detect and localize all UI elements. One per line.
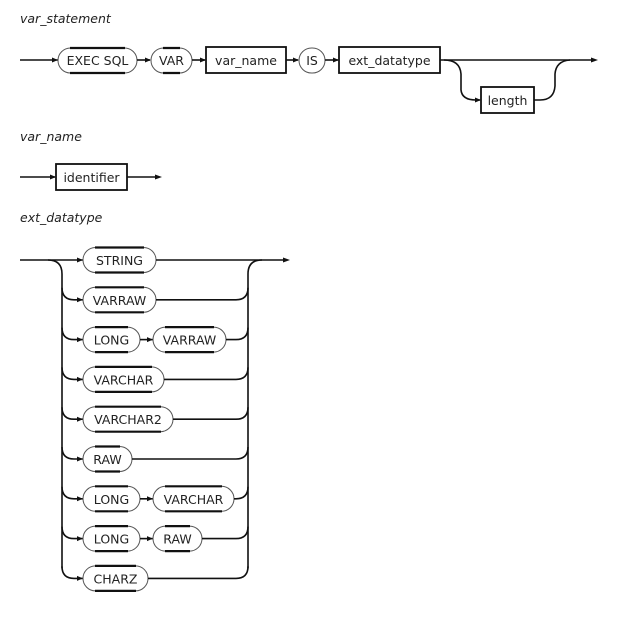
- arrow-icon: [283, 257, 290, 263]
- branch-out-line: [173, 407, 249, 420]
- branch-out-line: [226, 327, 249, 341]
- arrow-icon: [147, 337, 153, 343]
- rule-title-var-statement: var_statement: [20, 11, 112, 26]
- arrow-icon: [145, 57, 151, 63]
- terminal-label: LONG: [94, 333, 129, 348]
- nonterminal-var-name: var_name: [205, 46, 287, 74]
- rule-title-var-name: var_name: [20, 129, 82, 144]
- rule-title-ext-datatype: ext_datatype: [20, 210, 103, 225]
- arrow-icon: [52, 57, 58, 63]
- arrow-icon: [77, 575, 83, 581]
- optional-branch-out: [534, 59, 571, 101]
- branch-in-line: [61, 407, 83, 420]
- left-rail: [47, 259, 63, 569]
- terminal-label: VARCHAR: [164, 492, 224, 507]
- terminal-varraw: VARRAW: [152, 326, 227, 354]
- terminal-varraw: VARRAW: [82, 286, 157, 314]
- terminal-long: LONG: [82, 524, 141, 553]
- branch-in-line: [61, 367, 83, 381]
- terminal-label: VARRAW: [93, 293, 146, 308]
- arrow-icon: [200, 57, 206, 63]
- branch-in-line: [61, 327, 83, 341]
- nonterminal-label: identifier: [63, 170, 120, 185]
- arrow-icon: [77, 536, 83, 542]
- terminal-varchar2: VARCHAR2: [82, 405, 174, 433]
- branch-out-line: [164, 367, 249, 381]
- branch-in-line: [61, 287, 83, 301]
- terminal-is: IS: [298, 47, 326, 74]
- nonterminal-label: length: [488, 93, 528, 108]
- arrow-icon: [77, 456, 83, 462]
- terminal-label: EXEC SQL: [67, 53, 129, 68]
- terminal-label: RAW: [93, 452, 121, 467]
- terminal-varchar: VARCHAR: [82, 365, 165, 393]
- arrow-icon: [77, 496, 83, 502]
- terminal-label: CHARZ: [94, 571, 138, 586]
- arrow-icon: [77, 297, 83, 303]
- arrow-icon: [591, 57, 598, 63]
- arrow-icon: [293, 57, 299, 63]
- nonterminal-label: var_name: [215, 53, 277, 68]
- terminal-charz: CHARZ: [82, 564, 149, 593]
- nonterminal-label: ext_datatype: [348, 53, 430, 68]
- terminal-label: RAW: [163, 532, 191, 547]
- branch-out-line: [156, 287, 249, 301]
- arrow-icon: [147, 496, 153, 502]
- terminal-varchar: VARCHAR: [152, 485, 235, 513]
- arrow-icon: [475, 97, 481, 103]
- terminal-raw: RAW: [152, 524, 203, 553]
- arrow-icon: [77, 337, 83, 343]
- terminal-label: LONG: [94, 532, 129, 547]
- terminal-label: VARCHAR: [94, 372, 154, 387]
- branch-in-line: [61, 526, 83, 540]
- terminal-label: VARRAW: [163, 333, 216, 348]
- nonterminal-ext-datatype: ext_datatype: [338, 46, 441, 74]
- ext-datatype-diagram: STRING VARRAW LONG VARRAW VARCHAR VARCHAR2RAW…: [20, 246, 290, 593]
- terminal-label: IS: [306, 53, 318, 68]
- var-statement-diagram: EXEC SQL VAR var_name IS ext_datatype: [20, 46, 598, 114]
- terminal-string: STRING: [82, 246, 157, 274]
- terminal-long: LONG: [82, 326, 141, 354]
- arrow-icon: [77, 416, 83, 422]
- terminal-label: VAR: [159, 53, 184, 68]
- terminal-long: LONG: [82, 485, 141, 513]
- nonterminal-length: length: [480, 86, 535, 114]
- arrow-icon: [77, 257, 83, 263]
- arrow-icon: [147, 536, 153, 542]
- branch-in-line: [61, 566, 83, 580]
- terminal-label: LONG: [94, 492, 129, 507]
- arrow-icon: [77, 376, 83, 382]
- arrow-icon: [155, 174, 162, 180]
- optional-branch-in: [443, 59, 480, 101]
- var-name-diagram: identifier: [20, 163, 162, 191]
- terminal-label: VARCHAR2: [94, 412, 162, 427]
- branch-out-line: [148, 566, 249, 580]
- terminal-label: STRING: [96, 253, 143, 268]
- arrow-icon: [50, 174, 56, 180]
- branch-in-line: [61, 486, 83, 500]
- terminal-var: VAR: [150, 46, 193, 75]
- branch-out-line: [132, 446, 249, 460]
- branch-in-line: [61, 446, 83, 460]
- right-rail: [247, 259, 263, 569]
- branch-out-line: [202, 526, 249, 540]
- terminal-raw: RAW: [82, 445, 133, 473]
- arrow-icon: [333, 57, 339, 63]
- nonterminal-identifier: identifier: [55, 163, 128, 191]
- terminal-exec-sql: EXEC SQL: [57, 46, 138, 75]
- branch-out-line: [234, 486, 249, 500]
